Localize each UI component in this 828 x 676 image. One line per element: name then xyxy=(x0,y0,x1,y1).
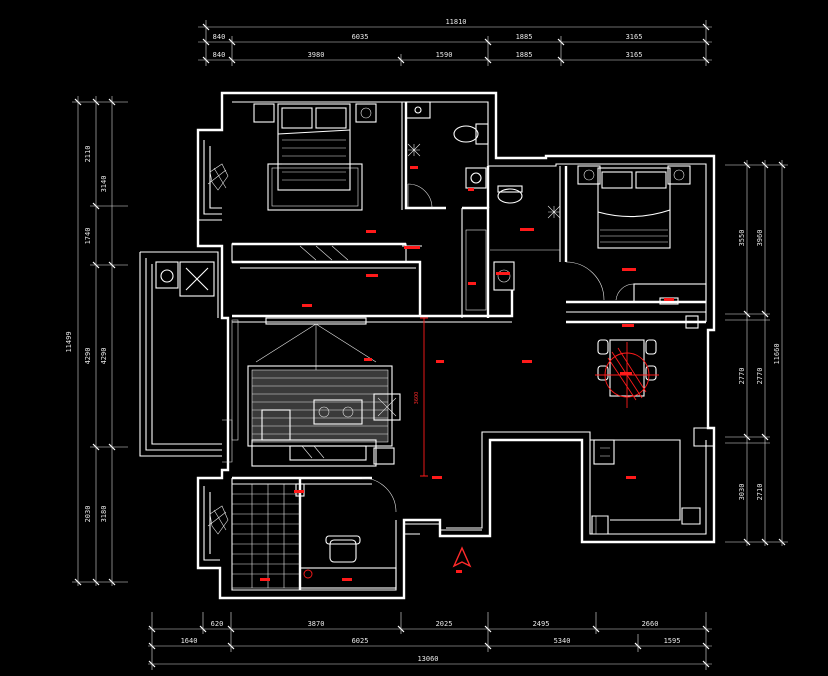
plant-icon xyxy=(207,163,229,191)
rug-icon xyxy=(247,365,393,447)
dim-bot-r1-4: 2660 xyxy=(642,620,659,628)
dim-top-total: 11810 xyxy=(445,18,466,26)
dim-bot-r1-3: 2495 xyxy=(533,620,550,628)
dim-right-i-2: 3030 xyxy=(738,484,746,501)
dim-top-r2-4: 3165 xyxy=(626,51,643,59)
dim-bot-r2-3: 1595 xyxy=(664,637,681,645)
dim-bot-r1-2: 2025 xyxy=(436,620,453,628)
plant-icon xyxy=(207,505,229,535)
balconies xyxy=(139,130,229,568)
dim-left-o-3: 2030 xyxy=(84,506,92,523)
shower-icon xyxy=(407,143,421,157)
dim-top-r1-0: 840 xyxy=(213,33,226,41)
sink-icon xyxy=(493,261,515,291)
dim-bot-r2-1: 6025 xyxy=(352,637,369,645)
dim-left-o-0: 2110 xyxy=(84,146,92,163)
coffee-table-icon xyxy=(313,399,363,425)
sink-icon xyxy=(465,167,487,189)
dim-right-i-0: 3550 xyxy=(738,230,746,247)
master-bedroom xyxy=(231,103,422,263)
dim-left-i-0: 3140 xyxy=(100,176,108,193)
study-room xyxy=(231,477,420,589)
dim-right-o-0: 3960 xyxy=(756,230,764,247)
dim-right-total: 11660 xyxy=(773,343,781,364)
dim-top-r2-2: 1590 xyxy=(436,51,453,59)
nightstand-icon xyxy=(577,165,601,185)
right-dimension-lines: 3550 2770 3030 3960 2770 2710 11660 xyxy=(725,160,788,546)
nightstand-icon xyxy=(667,165,691,185)
dim-top-r1-3: 3165 xyxy=(626,33,643,41)
shower-icon xyxy=(547,205,561,219)
dim-bot-r2-2: 5340 xyxy=(554,637,571,645)
dim-top-r2-3: 1885 xyxy=(516,51,533,59)
walls xyxy=(196,91,716,600)
dim-right-o-2: 2710 xyxy=(756,484,764,501)
dim-top-r2-0: 840 xyxy=(213,51,226,59)
dim-right-o-1: 2770 xyxy=(756,368,764,385)
dim-left-o-1: 1740 xyxy=(84,228,92,245)
living-room: 3600 xyxy=(222,317,428,477)
room-annotations xyxy=(260,166,674,581)
dim-bot-r2-0: 1640 xyxy=(181,637,198,645)
dim-bot-total: 13060 xyxy=(417,655,438,663)
bedroom-two xyxy=(565,165,707,329)
dim-right-i-1: 2770 xyxy=(738,368,746,385)
dim-bot-r1-0: 620 xyxy=(211,620,224,628)
nightstand-icon xyxy=(355,103,377,123)
bedroom-three xyxy=(593,439,615,534)
bathroom xyxy=(405,101,561,311)
sink-icon xyxy=(405,101,431,119)
dim-top-r2-1: 3980 xyxy=(308,51,325,59)
toilet-icon xyxy=(453,123,489,145)
dim-left-i-2: 3180 xyxy=(100,506,108,523)
left-dimension-lines: 11499 2110 1740 4290 2030 3140 4290 3180 xyxy=(65,96,128,586)
top-dimension-lines: 11810 840 6035 1885 3165 840 3980 1590 1… xyxy=(198,18,712,66)
dim-top-r1-2: 1885 xyxy=(516,33,533,41)
bed-icon xyxy=(277,103,351,191)
washer-icon xyxy=(155,261,215,297)
nightstand-icon xyxy=(253,103,275,123)
dim-left-o-2: 4290 xyxy=(84,348,92,365)
dim-bot-r1-1: 3870 xyxy=(308,620,325,628)
toilet-icon xyxy=(497,185,523,204)
chair-icon xyxy=(325,535,361,563)
corridor-dimension: 3600 xyxy=(414,392,420,405)
armchair-icon xyxy=(373,393,401,421)
dim-left-i-1: 4290 xyxy=(100,348,108,365)
dim-top-r1-1: 6035 xyxy=(352,33,369,41)
desk-icon xyxy=(593,439,615,465)
bed-icon xyxy=(597,167,671,249)
bottom-dimension-lines: 620 3870 2025 2495 2660 1640 6025 5340 1… xyxy=(148,612,712,670)
dim-left-total: 11499 xyxy=(65,331,73,352)
sofa-icon xyxy=(251,409,377,467)
floor-hatch xyxy=(231,483,301,589)
entry-arrow-icon xyxy=(452,546,472,568)
